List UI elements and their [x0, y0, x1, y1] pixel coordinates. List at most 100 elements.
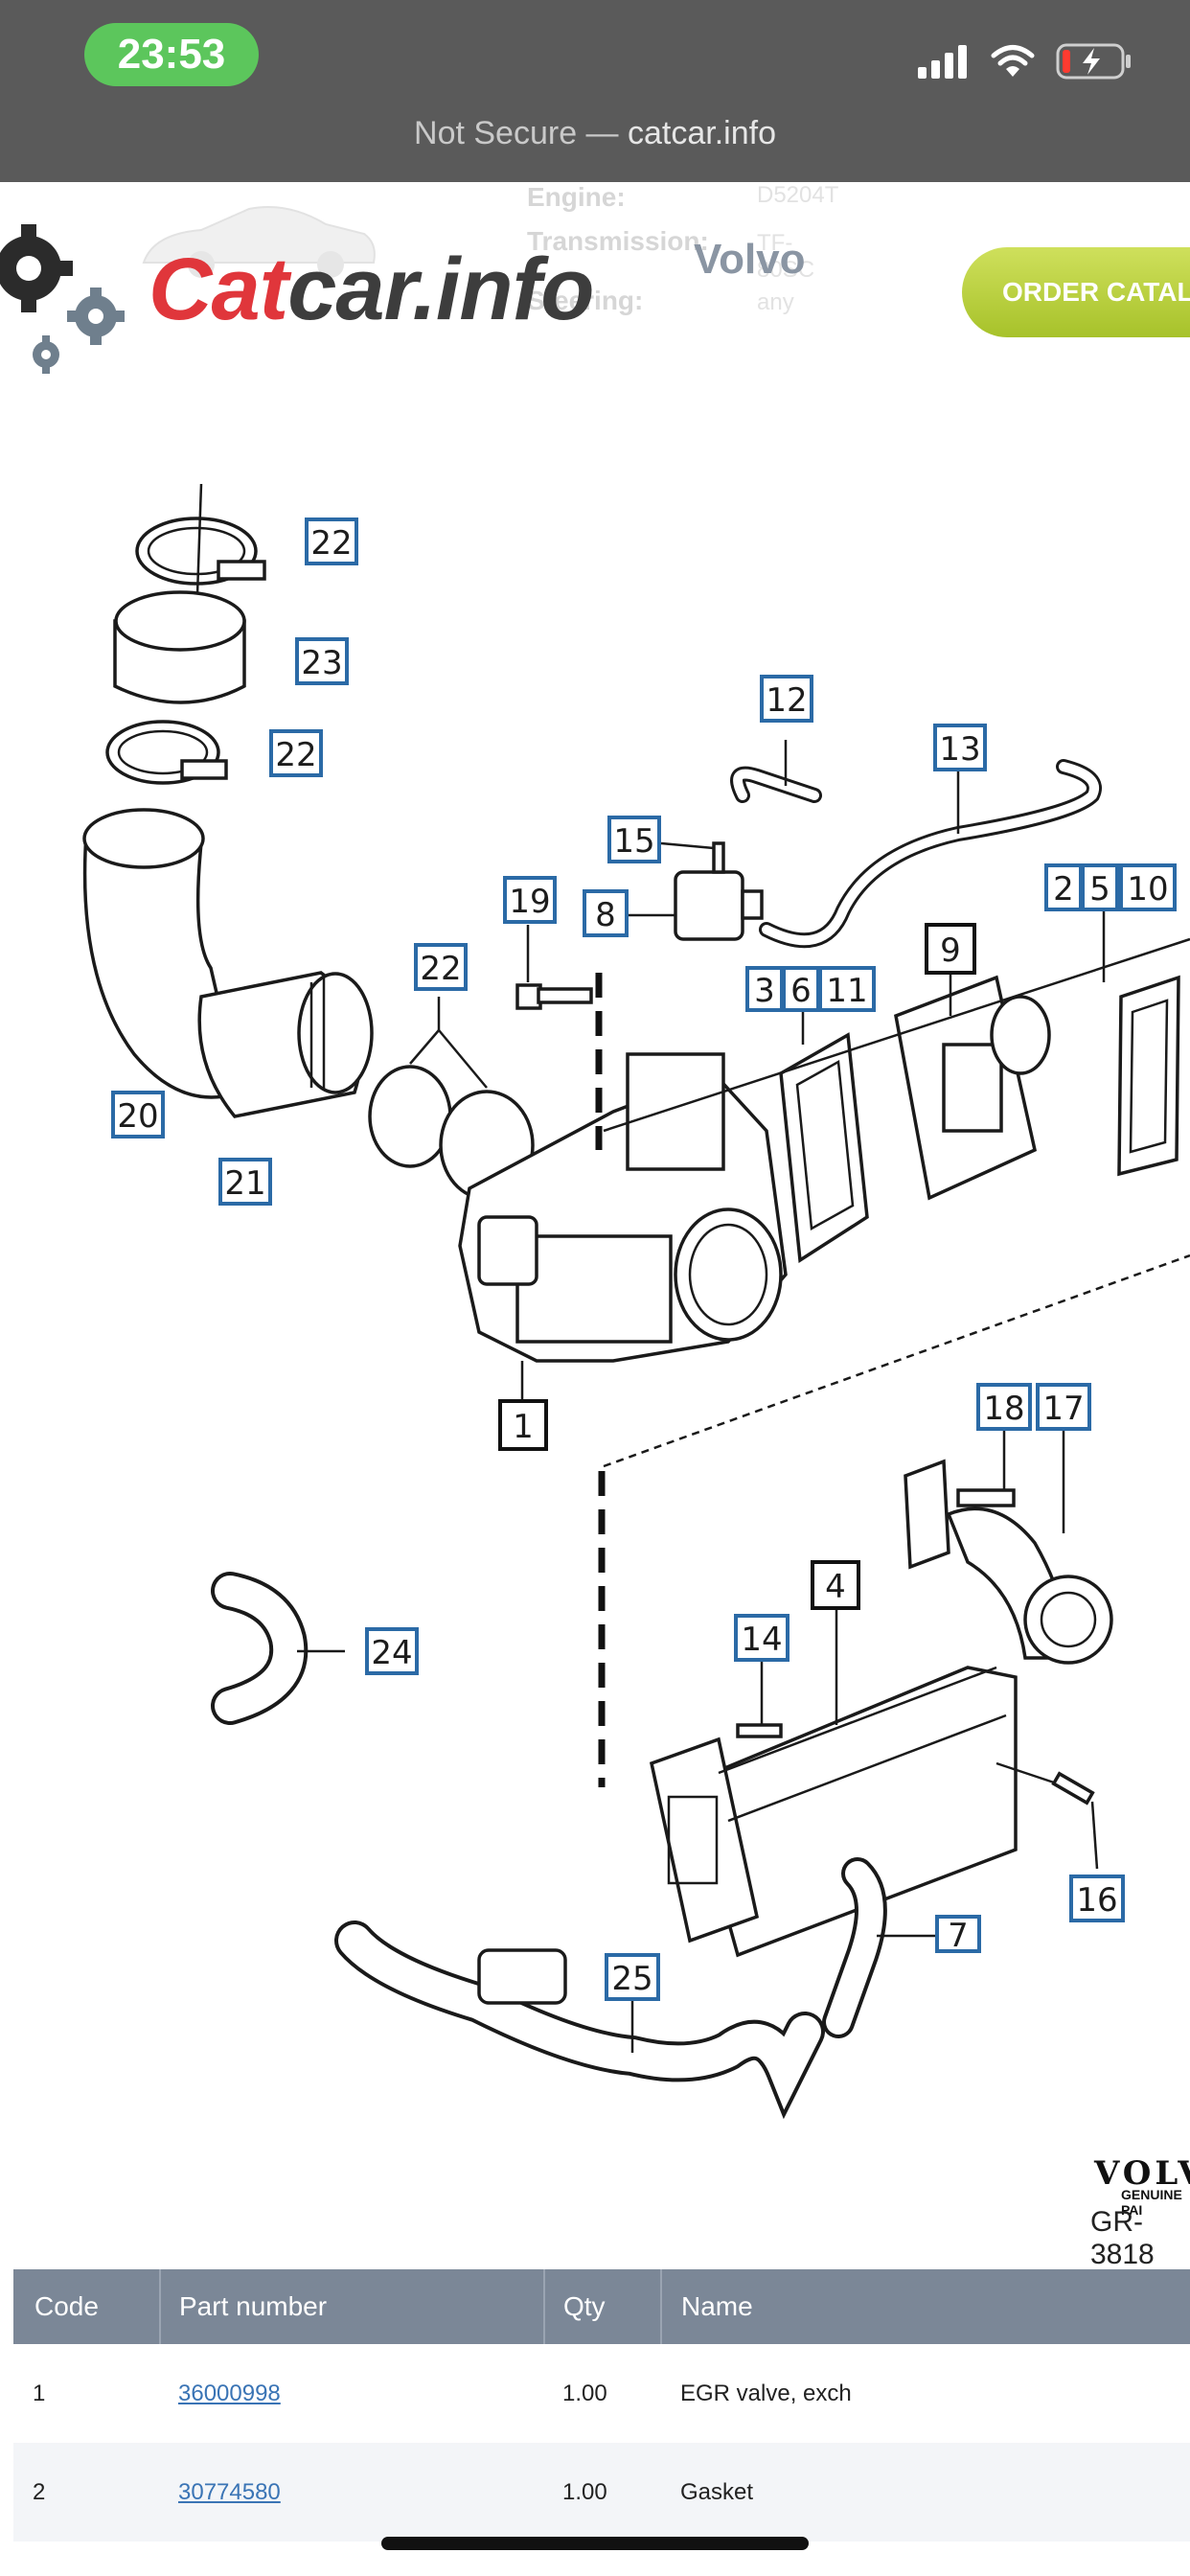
svg-text:18: 18 [983, 1390, 1024, 1428]
coupling-sleeve [113, 590, 246, 704]
callout-16[interactable]: 16 [1069, 1874, 1125, 1922]
svg-text:22: 22 [275, 736, 316, 774]
svg-text:4: 4 [825, 1568, 846, 1606]
genuine-parts-watermark: GENUINE PAI [1121, 2187, 1182, 2218]
header-qty[interactable]: Qty [563, 2291, 606, 2321]
callout-23[interactable]: 23 [295, 637, 349, 685]
svg-text:8: 8 [595, 896, 616, 934]
svg-text:23: 23 [301, 644, 342, 682]
callout-22-clamps[interactable]: 22 [414, 943, 468, 991]
bolt-16 [995, 1761, 1099, 1870]
row-qty: 1.00 [562, 2479, 607, 2505]
volvo-watermark: VOLV [1094, 2154, 1190, 2193]
group-code: GR-3818 [1090, 2206, 1155, 2270]
cellular-signal-icon [918, 45, 967, 79]
svg-text:13: 13 [939, 730, 980, 769]
svg-text:20: 20 [117, 1097, 158, 1136]
egr-cooler [649, 1591, 1018, 1958]
header-part-number[interactable]: Part number [179, 2291, 328, 2321]
row-qty: 1.00 [562, 2380, 607, 2406]
vacuum-hose-small [730, 740, 822, 803]
callout-4[interactable]: 4 [811, 1560, 860, 1610]
svg-text:25: 25 [611, 1960, 652, 1998]
callout-20[interactable]: 20 [111, 1091, 165, 1138]
callout-5[interactable]: 5 [1081, 863, 1119, 911]
callout-14[interactable]: 14 [734, 1614, 790, 1662]
callout-10[interactable]: 10 [1119, 863, 1177, 911]
table-header-row: Code Part number Qty Name [13, 2269, 1190, 2344]
egr-cooler-valve [894, 963, 1051, 1201]
part-number-link[interactable]: 30774580 [178, 2479, 281, 2505]
status-time: 23:53 [84, 23, 259, 86]
url-host: catcar.info [628, 115, 776, 151]
callout-24[interactable]: 24 [365, 1627, 419, 1675]
svg-text:10: 10 [1127, 870, 1168, 908]
callout-13[interactable]: 13 [933, 724, 987, 771]
svg-text:9: 9 [940, 932, 961, 970]
callout-11[interactable]: 11 [818, 966, 876, 1012]
svg-text:5: 5 [1089, 870, 1110, 908]
home-indicator[interactable] [381, 2537, 809, 2550]
callout-21[interactable]: 21 [218, 1158, 272, 1206]
callout-12[interactable]: 12 [760, 675, 813, 723]
row-name: EGR valve, exch [680, 2380, 852, 2406]
callout-18[interactable]: 18 [976, 1383, 1032, 1431]
site-logo[interactable]: Catcar.info [149, 240, 594, 340]
callout-25[interactable]: 25 [605, 1953, 660, 2001]
logo-text-red: Cat [149, 241, 288, 338]
wifi-icon [991, 45, 1035, 77]
svg-text:11: 11 [826, 972, 867, 1010]
callout-6[interactable]: 6 [782, 966, 820, 1012]
callout-8[interactable]: 8 [583, 889, 629, 937]
callout-7[interactable]: 7 [935, 1915, 981, 1955]
ghost-value-steering: any [757, 289, 794, 315]
callout-2[interactable]: 2 [1044, 863, 1083, 911]
ghost-value-engine: D5204T [757, 182, 839, 208]
callout-22-top[interactable]: 22 [305, 518, 358, 565]
svg-text:1: 1 [513, 1408, 534, 1446]
logo-car-silhouette-icon [142, 206, 376, 278]
egr-valve-body [458, 1052, 788, 1423]
header-code[interactable]: Code [34, 2291, 99, 2321]
ghost-value-transmission: TF-80SC [757, 230, 815, 283]
svg-text:22: 22 [420, 950, 461, 988]
solenoid-valve [623, 841, 764, 941]
gasket-2 [1102, 901, 1180, 1177]
hose-7 [822, 1857, 937, 2038]
part-number-link[interactable]: 36000998 [178, 2380, 281, 2406]
order-catalog-button[interactable]: ORDER CATALO [962, 247, 1190, 337]
parts-diagram: 22 23 22 12 13 15 8 19 22 2 5 10 9 3 6 1… [82, 483, 1190, 2120]
logo-gears-icon [0, 224, 125, 374]
status-icons [916, 42, 1133, 80]
callout-22-middle[interactable]: 22 [269, 729, 323, 777]
svg-text:21: 21 [224, 1164, 265, 1203]
ghost-label-transmission: Transmission: [527, 226, 709, 256]
coolant-hose-25 [334, 1920, 825, 2120]
battery-charging-icon [1056, 43, 1131, 80]
hose-clamp-middle [105, 720, 228, 785]
egr-pipe-with-flange [904, 1430, 1113, 1665]
browser-top-bar: 23:53 Not Secure — catcar.info [0, 0, 1190, 182]
row-name: Gasket [680, 2479, 754, 2505]
logo-text-dark: car.info [287, 241, 594, 338]
address-bar[interactable]: Not Secure — catcar.info [0, 115, 1190, 152]
callout-17[interactable]: 17 [1036, 1383, 1091, 1431]
svg-text:3: 3 [754, 972, 775, 1010]
callout-3[interactable]: 3 [745, 966, 784, 1012]
svg-text:2: 2 [1053, 870, 1074, 908]
table-row: 2 30774580 1.00 Gasket [13, 2443, 1190, 2542]
row-code: 2 [33, 2479, 46, 2505]
callout-9[interactable]: 9 [925, 923, 976, 975]
row-code: 1 [33, 2380, 46, 2406]
callout-1[interactable]: 1 [498, 1399, 548, 1451]
parts-table: Code Part number Qty Name 1 36000998 1.0… [13, 2269, 1190, 2542]
svg-text:16: 16 [1076, 1881, 1117, 1920]
callout-15[interactable]: 15 [607, 816, 661, 863]
svg-text:7: 7 [948, 1917, 969, 1955]
gasket-1 [779, 987, 869, 1264]
table-row: 1 36000998 1.00 EGR valve, exch [13, 2344, 1190, 2443]
svg-text:17: 17 [1042, 1390, 1084, 1428]
header-name[interactable]: Name [681, 2291, 753, 2321]
svg-text:12: 12 [766, 681, 807, 720]
callout-19[interactable]: 19 [503, 876, 557, 924]
